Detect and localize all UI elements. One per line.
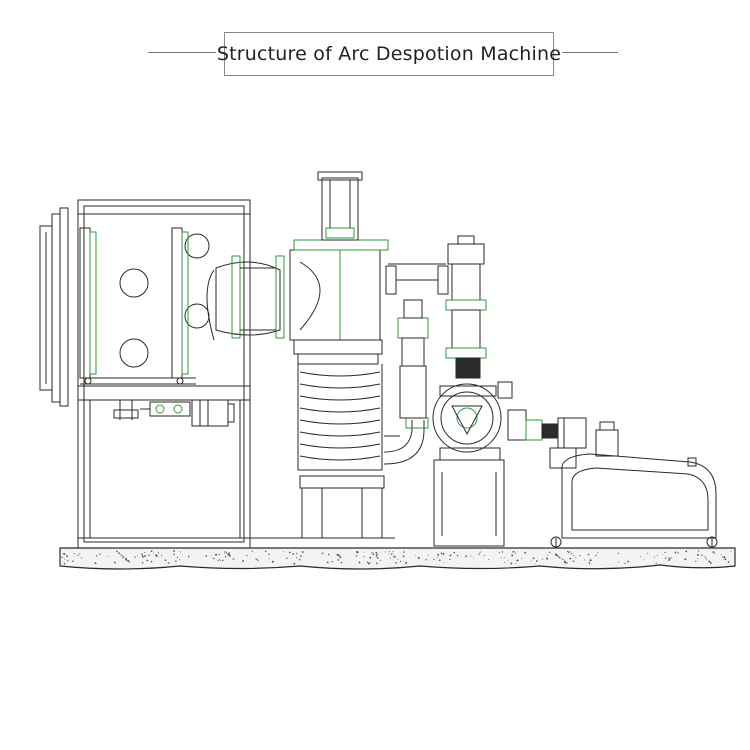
title-rule-left xyxy=(148,52,216,53)
roots-pump xyxy=(432,235,527,547)
rotary-vane-pump xyxy=(549,421,718,548)
valve-tee xyxy=(215,171,389,341)
vacuum-chamber xyxy=(77,199,395,549)
target-rods xyxy=(79,227,196,385)
title-rule-right xyxy=(562,52,618,53)
title-box: Structure of Arc Despotion Machine xyxy=(217,32,561,76)
foreline-connection xyxy=(525,417,587,449)
rotation-drive xyxy=(113,400,191,420)
diagram-title: Structure of Arc Despotion Machine xyxy=(216,43,562,65)
holding-valve xyxy=(385,263,449,419)
ground xyxy=(59,547,736,570)
title-area: Structure of Arc Despotion Machine xyxy=(0,30,750,76)
chamber-door xyxy=(39,207,69,407)
ground-texture xyxy=(61,550,732,565)
diffusion-pump xyxy=(293,339,429,539)
motor xyxy=(191,399,235,427)
